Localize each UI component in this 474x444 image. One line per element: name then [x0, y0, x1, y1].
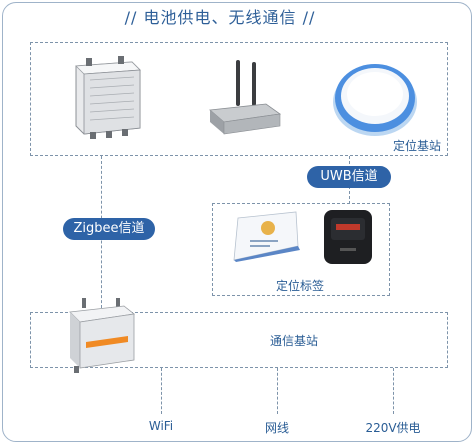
comm-station-label: 通信基站 [270, 334, 319, 348]
wifi-label: WiFi [148, 419, 174, 433]
power-220v-label: 220V供电 [365, 421, 421, 435]
power-connector-line [393, 368, 394, 414]
comm-station-group [30, 312, 448, 368]
badge-tag-image [233, 211, 300, 262]
positioning-station-image [333, 64, 417, 136]
wifi-connector-line [161, 368, 162, 414]
wireless-router-image [209, 60, 282, 135]
black-tag-image [324, 210, 372, 264]
diagram-title: // 电池供电、无线通信 // [124, 8, 316, 27]
positioning-station-label: 定位基站 [393, 139, 442, 153]
comm-station-image [69, 298, 135, 373]
uwb-channel-badge: UWB信道 [307, 166, 391, 188]
positioning-station-group [30, 42, 448, 156]
network-connector-line [277, 368, 278, 414]
zigbee-channel-badge: Zigbee信道 [63, 218, 155, 240]
positioning-tag-group [212, 203, 390, 296]
network-cable-label: 网线 [264, 421, 289, 435]
positioning-tag-label: 定位标签 [276, 279, 325, 293]
gateway-enclosure-image [75, 56, 141, 139]
